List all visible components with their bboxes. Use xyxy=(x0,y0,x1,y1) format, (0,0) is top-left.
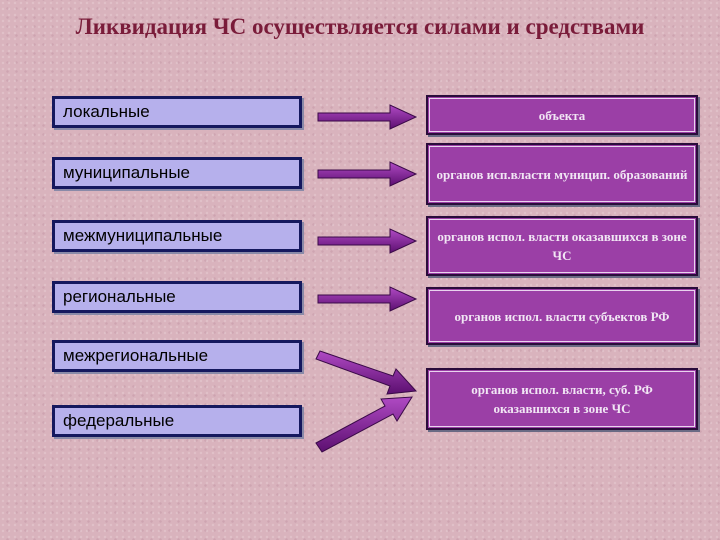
level-label: межмуниципальные xyxy=(63,226,223,245)
responder-label: органов исп.власти муницип. образований xyxy=(436,166,688,182)
level-label: муниципальные xyxy=(63,163,190,182)
arrow-icon xyxy=(317,161,418,187)
level-label: федеральные xyxy=(63,411,175,430)
responder-label: органов испол. власти субъектов РФ xyxy=(454,308,670,324)
level-label: региональные xyxy=(63,287,176,306)
level-box-federal: федеральные xyxy=(52,405,302,437)
responder-box-municipal: органов исп.власти муницип. образований xyxy=(426,143,698,205)
page-title: Ликвидация ЧС осуществляется силами и ср… xyxy=(75,14,645,39)
responder-box-object: объекта xyxy=(426,95,698,135)
responder-label: органов испол. власти оказавшихся в зоне… xyxy=(437,229,687,263)
level-box-interregional: межрегиональные xyxy=(52,340,302,372)
responder-box-subjects-in-zone: органов испол. власти, суб. РФ оказавших… xyxy=(426,368,698,430)
arrow-icon xyxy=(317,228,418,254)
level-label: локальные xyxy=(63,102,150,121)
level-box-local: локальные xyxy=(52,96,302,128)
arrow-icon xyxy=(315,350,418,395)
responder-box-in-zone: органов испол. власти оказавшихся в зоне… xyxy=(426,216,698,276)
level-box-regional: региональные xyxy=(52,281,302,313)
responder-label: объекта xyxy=(538,107,586,123)
level-box-intermunicipal: межмуниципальные xyxy=(52,220,302,252)
arrow-icon xyxy=(315,396,413,453)
level-label: межрегиональные xyxy=(63,346,209,365)
level-box-municipal: муниципальные xyxy=(52,157,302,189)
responder-box-subjects: органов испол. власти субъектов РФ xyxy=(426,287,698,345)
arrow-icon xyxy=(317,286,418,312)
arrow-icon xyxy=(317,104,418,130)
responder-label: органов испол. власти, суб. РФ оказавших… xyxy=(471,382,653,416)
